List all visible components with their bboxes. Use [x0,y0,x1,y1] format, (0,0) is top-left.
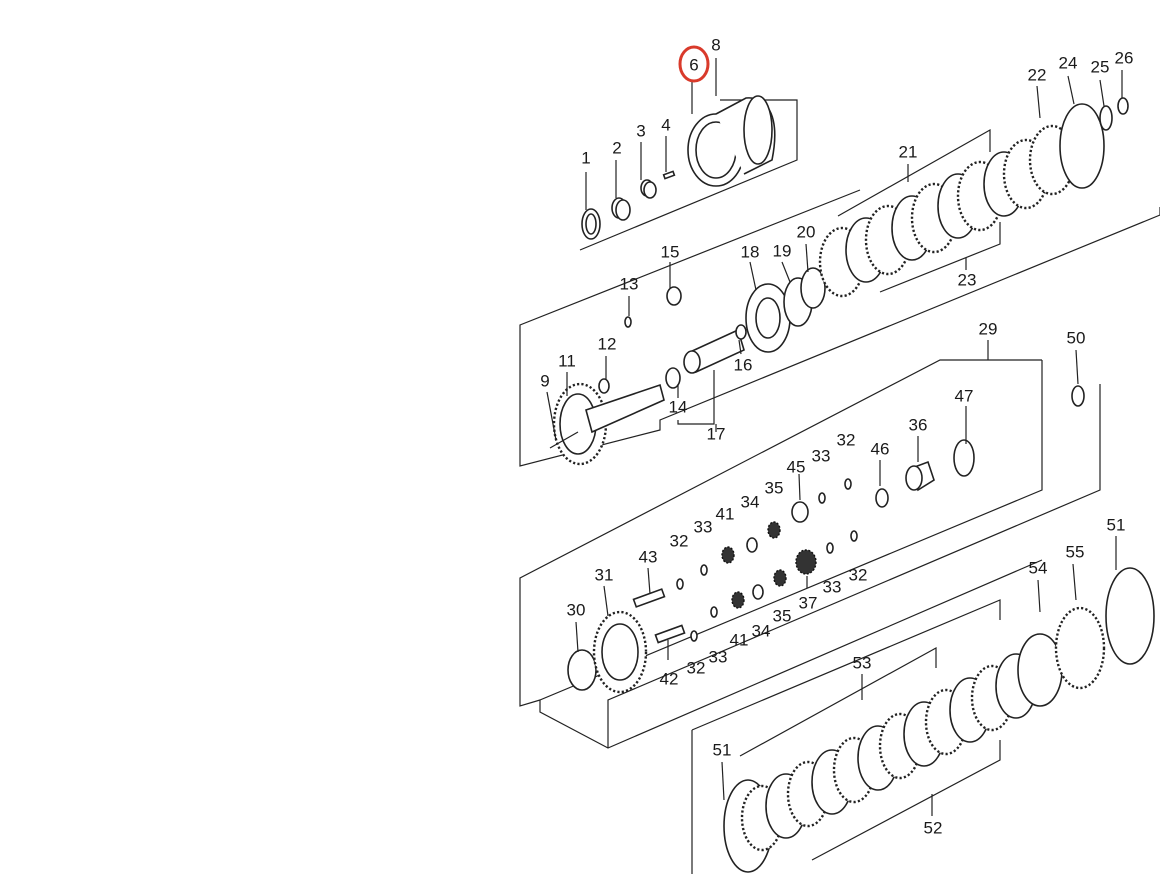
callout-35b[interactable]: 35 [773,607,792,626]
callout-2[interactable]: 2 [612,139,621,158]
callout-52[interactable]: 52 [924,819,943,838]
callout-34a[interactable]: 34 [741,493,760,512]
callout-37[interactable]: 37 [799,594,818,613]
callout-24[interactable]: 24 [1059,54,1078,73]
callout-45[interactable]: 45 [787,458,806,477]
callout-51b[interactable]: 51 [713,741,732,760]
callout-30[interactable]: 30 [567,601,586,620]
callout-53[interactable]: 53 [853,654,872,673]
callout-32a[interactable]: 32 [670,532,689,551]
planetary-assembly [567,385,1085,694]
clutch-pack-21-23 [818,97,1129,298]
callout-54[interactable]: 54 [1029,559,1048,578]
part-6-highlight-circle [678,45,710,83]
callout-17[interactable]: 17 [707,425,726,444]
group-outlines [519,99,1160,874]
callout-41b[interactable]: 41 [730,631,749,650]
callout-33a[interactable]: 33 [694,518,713,537]
callout-42[interactable]: 42 [660,670,679,689]
callout-34b[interactable]: 34 [752,622,771,641]
clutch-drum-part-6-8 [687,95,776,187]
callout-31[interactable]: 31 [595,566,614,585]
callout-25[interactable]: 25 [1091,58,1110,77]
callout-9[interactable]: 9 [540,372,549,391]
callout-33d[interactable]: 33 [709,648,728,667]
callout-labels: 1 2 3 4 6 8 9 11 12 13 14 15 16 17 18 19… [540,36,1133,838]
callout-3[interactable]: 3 [636,122,645,141]
callout-23[interactable]: 23 [958,271,977,290]
callout-22[interactable]: 22 [1028,66,1047,85]
callout-43[interactable]: 43 [639,548,658,567]
clutch-pack-52-55 [723,567,1155,873]
callout-32c[interactable]: 32 [849,566,868,585]
callout-19[interactable]: 19 [773,242,792,261]
callout-33b[interactable]: 33 [812,447,831,466]
callout-21[interactable]: 21 [899,143,918,162]
callout-14[interactable]: 14 [669,398,688,417]
callout-12[interactable]: 12 [598,335,617,354]
callout-47[interactable]: 47 [955,387,974,406]
callout-29[interactable]: 29 [979,320,998,339]
piston-part-18-20 [745,267,826,353]
callout-15[interactable]: 15 [661,243,680,262]
callout-4[interactable]: 4 [661,116,670,135]
callout-13[interactable]: 13 [620,275,639,294]
callout-35a[interactable]: 35 [765,479,784,498]
callout-32b[interactable]: 32 [837,431,856,450]
callout-46[interactable]: 46 [871,440,890,459]
callout-16[interactable]: 16 [734,356,753,375]
upper-small-parts [581,170,676,240]
callout-6[interactable]: 6 [689,56,698,75]
callout-18[interactable]: 18 [741,243,760,262]
callout-41a[interactable]: 41 [716,505,735,524]
callout-50[interactable]: 50 [1067,329,1086,348]
callout-11[interactable]: 11 [558,352,576,371]
callout-8[interactable]: 8 [711,36,720,55]
callout-36[interactable]: 36 [909,416,928,435]
callout-26[interactable]: 26 [1115,49,1134,68]
callout-32d[interactable]: 32 [687,659,706,678]
callout-20[interactable]: 20 [797,223,816,242]
input-shaft-assembly [549,286,747,466]
callout-51a[interactable]: 51 [1107,516,1126,535]
callout-1[interactable]: 1 [581,149,590,168]
callout-55[interactable]: 55 [1066,543,1085,562]
callout-33c[interactable]: 33 [823,578,842,597]
leader-lines [546,58,1123,861]
